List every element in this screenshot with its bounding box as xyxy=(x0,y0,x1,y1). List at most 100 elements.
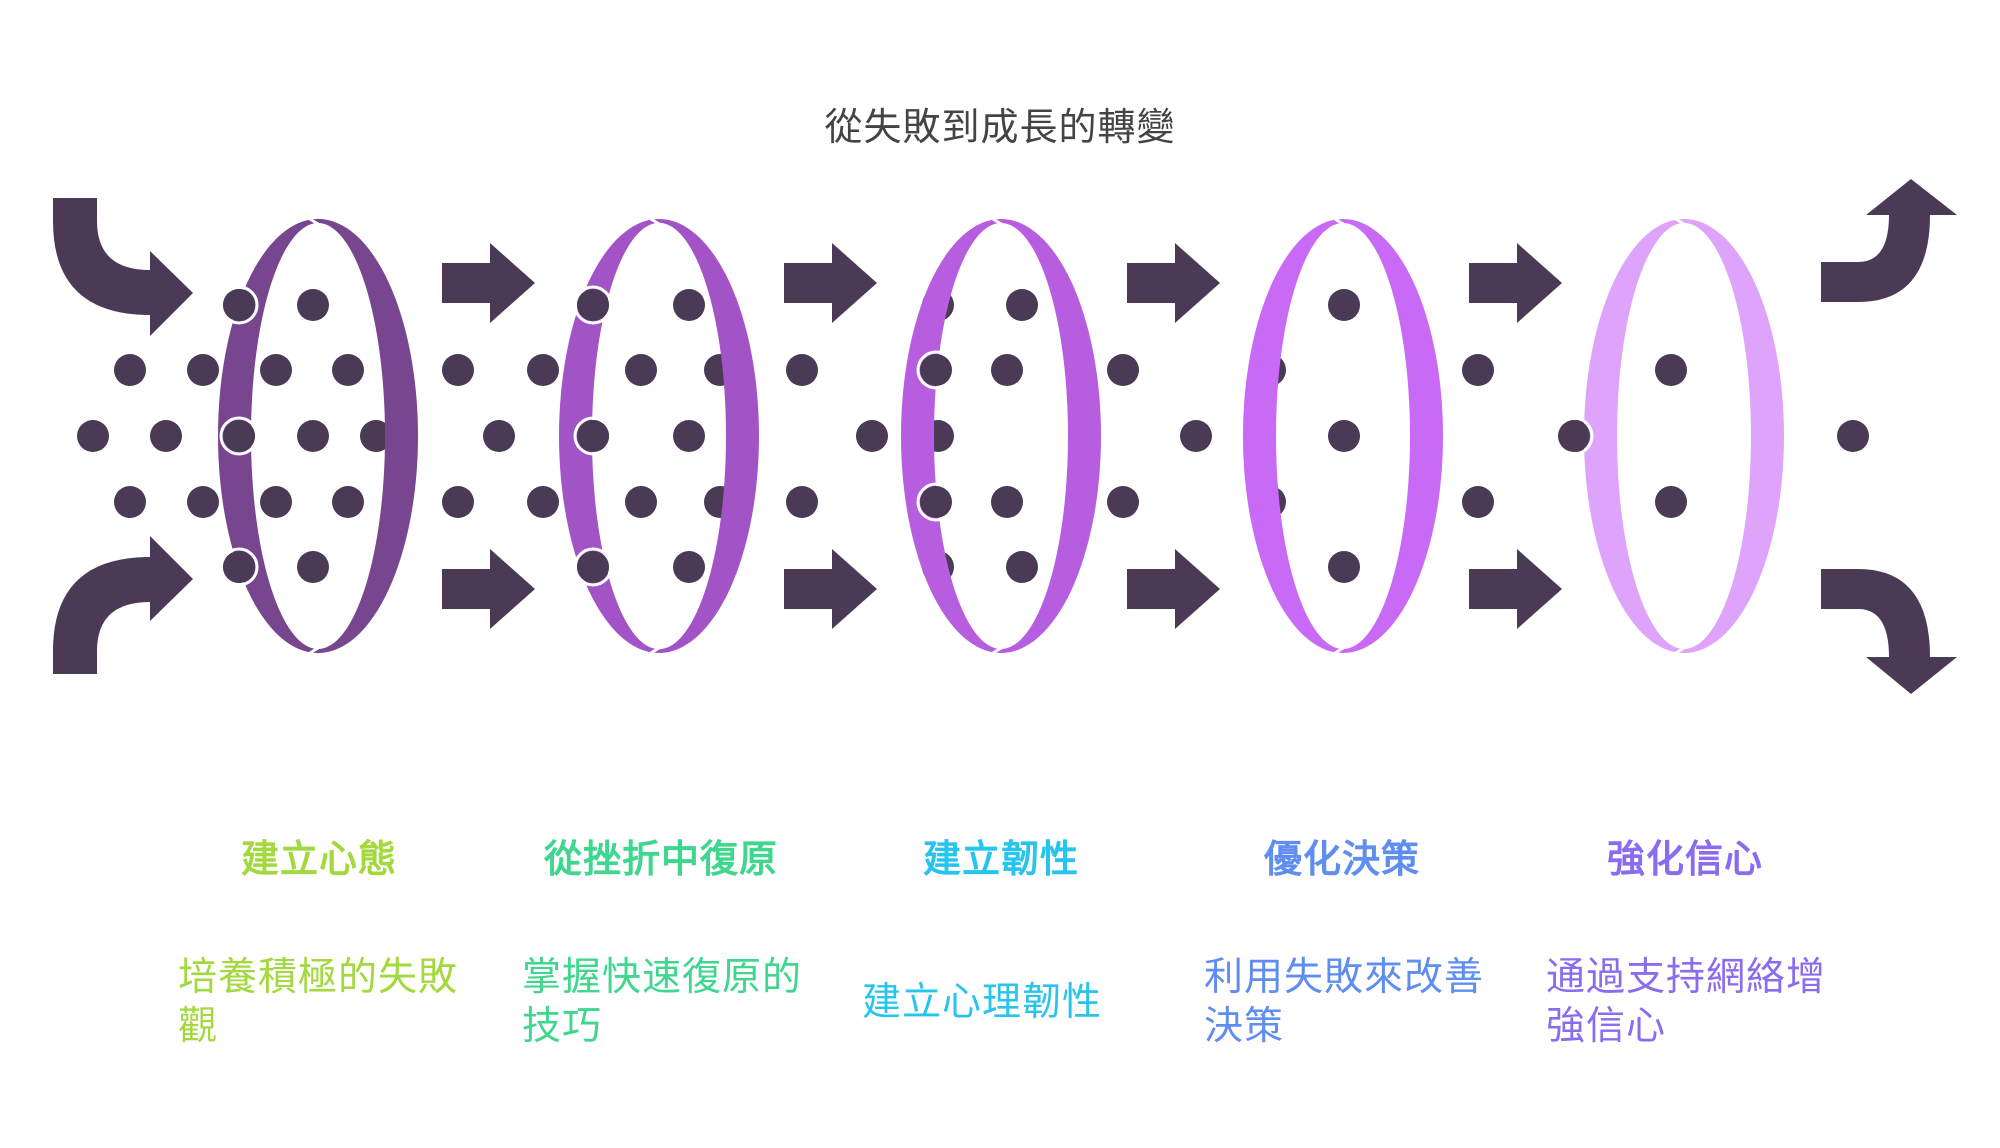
lens-seam xyxy=(992,217,1010,231)
stage-heading: 優化決策 xyxy=(1263,837,1420,881)
lens-ring xyxy=(901,219,1101,653)
particle-dot xyxy=(673,289,705,321)
particle-dot xyxy=(1837,420,1869,452)
stage-description: 建立心理韌性 xyxy=(862,980,1103,1025)
particle-dot xyxy=(114,486,146,518)
particle-dot xyxy=(1006,289,1038,321)
particle-dot xyxy=(260,354,292,386)
filtered-dot xyxy=(577,289,609,321)
particle-dot xyxy=(527,354,559,386)
particle-dot xyxy=(625,486,657,518)
filtered-dot-outline xyxy=(219,285,259,325)
filtered-dot-outline xyxy=(573,416,613,456)
particle-dot xyxy=(786,354,818,386)
particle-dot xyxy=(625,354,657,386)
particle-dot xyxy=(297,289,329,321)
lens-seam xyxy=(650,641,668,655)
stage-heading: 建立心態 xyxy=(240,837,397,881)
filtered-dot xyxy=(577,420,609,452)
particle-dot xyxy=(527,486,559,518)
lens-seam xyxy=(1675,217,1693,231)
arrow-right-icon xyxy=(1469,549,1562,629)
particle-dot xyxy=(77,420,109,452)
particle-dot xyxy=(1462,486,1494,518)
filter-lens xyxy=(217,217,418,655)
particle-dot xyxy=(332,486,364,518)
arrow-right-icon xyxy=(784,243,877,323)
particle-dot xyxy=(187,486,219,518)
particle-dot xyxy=(360,420,392,452)
particle-dot xyxy=(260,486,292,518)
lens-seam xyxy=(992,641,1010,655)
filtered-dot-outline xyxy=(916,482,956,522)
diagram-title: 從失敗到成長的轉變 xyxy=(824,105,1176,149)
filter-lens xyxy=(1243,217,1443,655)
stage-description: 掌握快速復原的技巧 xyxy=(522,955,803,1049)
filtered-dot xyxy=(223,420,255,452)
particle-dot xyxy=(991,354,1023,386)
particle-dot xyxy=(786,486,818,518)
curved-arrow-in-top-icon xyxy=(53,198,193,336)
particle-dot xyxy=(187,354,219,386)
filter-lens xyxy=(1584,217,1784,655)
particle-dot xyxy=(1107,354,1139,386)
filtered-dot xyxy=(920,354,952,386)
particle-dot xyxy=(1180,420,1212,452)
filtered-dot-outline xyxy=(573,547,613,587)
funnel-diagram xyxy=(53,179,1957,694)
filtered-dot xyxy=(223,551,255,583)
filtered-dot xyxy=(1558,420,1590,452)
particle-dot xyxy=(483,420,515,452)
filtered-dot xyxy=(223,289,255,321)
lens-ring xyxy=(1584,219,1784,653)
stage-heading: 從挫折中復原 xyxy=(543,837,778,881)
arrow-right-icon xyxy=(784,549,877,629)
filtered-dot-outline xyxy=(1554,416,1594,456)
particle-dot xyxy=(1006,551,1038,583)
lens-seam xyxy=(1334,217,1352,231)
particle-dot xyxy=(1107,486,1139,518)
curved-arrow-in-bottom-icon xyxy=(53,536,193,674)
particle-dot xyxy=(856,420,888,452)
particle-dot xyxy=(991,486,1023,518)
filtered-dot-outline xyxy=(219,416,259,456)
filter-lens xyxy=(559,217,759,655)
particle-dot xyxy=(1655,486,1687,518)
lens-seam xyxy=(1334,641,1352,655)
particle-dots xyxy=(77,289,1869,583)
particle-dot xyxy=(673,551,705,583)
curved-arrow-out-bottom-icon xyxy=(1821,569,1957,694)
particle-dot xyxy=(150,420,182,452)
stage-description: 利用失敗來改善決策 xyxy=(1204,955,1485,1049)
arrow-right-icon xyxy=(1127,243,1220,323)
particle-dot xyxy=(114,354,146,386)
lens-seam xyxy=(650,217,668,231)
curved-arrow-out-top-icon xyxy=(1821,179,1957,302)
lens-seam xyxy=(1675,641,1693,655)
arrow-right-icon xyxy=(442,243,535,323)
filter-lens xyxy=(901,217,1101,655)
filtered-dot-outline xyxy=(573,285,613,325)
particle-dot xyxy=(332,354,364,386)
particle-dot xyxy=(297,551,329,583)
particle-dot xyxy=(1328,289,1360,321)
particle-dot xyxy=(297,420,329,452)
stage-description: 培養積極的失敗觀 xyxy=(178,955,459,1049)
particle-dot xyxy=(442,354,474,386)
stage-heading: 強化信心 xyxy=(1606,837,1763,881)
stage-heading: 建立韌性 xyxy=(922,837,1079,881)
arrow-right-icon xyxy=(442,549,535,629)
particle-dot xyxy=(442,486,474,518)
filtered-dot xyxy=(577,551,609,583)
particle-dot xyxy=(1462,354,1494,386)
particle-dot xyxy=(1655,354,1687,386)
particle-dot xyxy=(1328,420,1360,452)
stage-description: 通過支持網絡增強信心 xyxy=(1546,955,1827,1049)
lens-seam xyxy=(309,641,327,655)
filter-lenses xyxy=(217,217,1784,655)
lens-seam xyxy=(309,217,327,231)
filtered-dot-outline xyxy=(916,350,956,390)
particle-dot xyxy=(1328,551,1360,583)
arrow-right-icon xyxy=(1127,549,1220,629)
filtered-dot-outline xyxy=(219,547,259,587)
